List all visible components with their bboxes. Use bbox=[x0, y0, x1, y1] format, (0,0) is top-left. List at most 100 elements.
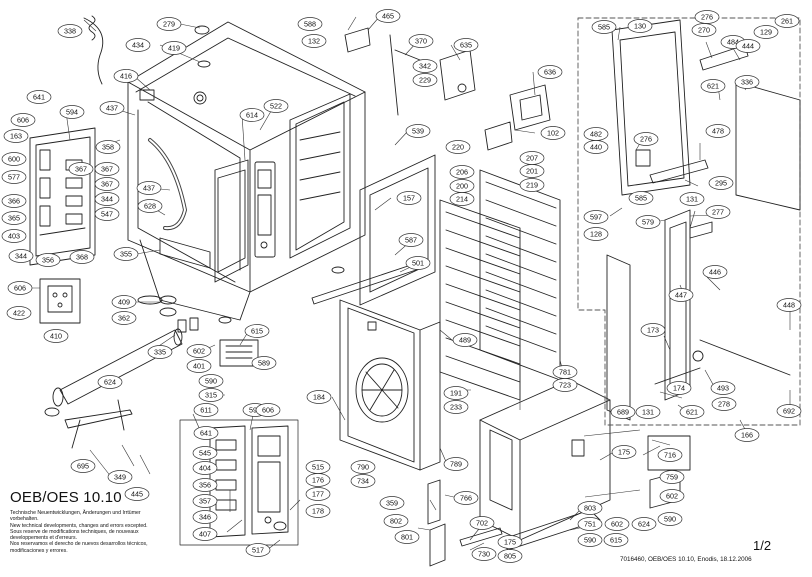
callout-number: 590 bbox=[205, 377, 217, 386]
callout-oval bbox=[705, 205, 731, 219]
core-probe bbox=[64, 399, 133, 449]
callout-oval bbox=[537, 65, 563, 79]
callout-oval bbox=[95, 140, 121, 154]
callout-oval bbox=[445, 140, 471, 154]
callout-621: 621 bbox=[679, 405, 705, 419]
callout-585: 585 bbox=[591, 20, 617, 34]
callout-number: 515 bbox=[312, 463, 324, 472]
callout-207: 207 bbox=[519, 151, 545, 165]
callout-number: 547 bbox=[101, 210, 113, 219]
callout-oval bbox=[10, 113, 36, 127]
callout-number: 277 bbox=[712, 208, 724, 217]
callout-oval bbox=[383, 514, 409, 528]
callout-367: 367 bbox=[94, 177, 120, 191]
callout-number: 128 bbox=[590, 230, 602, 239]
callout-number: 606 bbox=[14, 284, 26, 293]
callout-oval bbox=[577, 517, 603, 531]
callout-number: 587 bbox=[405, 236, 417, 245]
callout-131: 131 bbox=[635, 405, 661, 419]
callout-oval bbox=[583, 210, 609, 224]
callout-number: 624 bbox=[638, 520, 650, 529]
callout-number: 220 bbox=[452, 143, 464, 152]
callout-615: 615 bbox=[244, 324, 270, 338]
inset-detail-box bbox=[39, 278, 81, 324]
note-line: New technical developments, changes and … bbox=[10, 522, 148, 529]
oven-cabinet bbox=[127, 21, 366, 324]
callout-number: 346 bbox=[199, 513, 211, 522]
callout-number: 444 bbox=[742, 42, 754, 51]
callout-oval bbox=[412, 59, 438, 73]
callout-oval bbox=[449, 165, 475, 179]
callout-oval bbox=[192, 446, 218, 460]
callout-number: 401 bbox=[193, 362, 205, 371]
callout-number: 422 bbox=[13, 309, 25, 318]
callout-367: 367 bbox=[94, 162, 120, 176]
callout-346: 346 bbox=[192, 510, 218, 524]
callout-692: 692 bbox=[776, 404, 802, 418]
callout-oval bbox=[192, 510, 218, 524]
callout-number: 409 bbox=[118, 298, 130, 307]
callout-oval bbox=[396, 191, 422, 205]
callout-407: 407 bbox=[192, 527, 218, 541]
fan-motor bbox=[219, 339, 259, 367]
callout-157: 157 bbox=[396, 191, 422, 205]
callout-362: 362 bbox=[111, 311, 137, 325]
callout-number: 175 bbox=[504, 538, 516, 547]
callout-437: 437 bbox=[136, 181, 162, 195]
callout-635: 635 bbox=[453, 38, 479, 52]
callout-oval bbox=[394, 530, 420, 544]
callout-number: 689 bbox=[617, 408, 629, 417]
callout-781: 781 bbox=[552, 365, 578, 379]
callout-790: 790 bbox=[350, 460, 376, 474]
callout-number: 641 bbox=[33, 93, 45, 102]
callout-number: 315 bbox=[205, 391, 217, 400]
callout-oval bbox=[497, 549, 523, 563]
callout-number: 261 bbox=[781, 17, 793, 26]
callout-191: 191 bbox=[443, 386, 469, 400]
callout-403: 403 bbox=[1, 229, 27, 243]
callout-number: 338 bbox=[64, 27, 76, 36]
callout-oval bbox=[26, 90, 52, 104]
callout-434: 434 bbox=[125, 38, 151, 52]
callout-365: 365 bbox=[1, 211, 27, 225]
callout-349: 349 bbox=[107, 470, 133, 484]
callout-number: 132 bbox=[308, 37, 320, 46]
callout-oval bbox=[375, 9, 401, 23]
callout-number: 465 bbox=[382, 12, 394, 21]
callout-801: 801 bbox=[394, 530, 420, 544]
callout-641: 641 bbox=[193, 426, 219, 440]
callout-588: 588 bbox=[297, 17, 323, 31]
callout-oval bbox=[408, 34, 434, 48]
callout-370: 370 bbox=[408, 34, 434, 48]
note-line: Nos reservamos el derecho de nuevos desa… bbox=[10, 541, 148, 548]
callout-oval bbox=[577, 533, 603, 547]
callout-oval bbox=[405, 256, 431, 270]
callout-446: 446 bbox=[702, 265, 728, 279]
callout-number: 367 bbox=[101, 165, 113, 174]
callout-766: 766 bbox=[453, 491, 479, 505]
callout-oval bbox=[453, 38, 479, 52]
callout-547: 547 bbox=[94, 207, 120, 221]
callout-oval bbox=[198, 388, 224, 402]
callout-175: 175 bbox=[611, 445, 637, 459]
callout-number: 615 bbox=[251, 327, 263, 336]
callout-oval bbox=[136, 181, 162, 195]
callout-number: 730 bbox=[478, 550, 490, 559]
page-number: 1/2 bbox=[753, 538, 772, 553]
callout-751: 751 bbox=[577, 517, 603, 531]
callout-number: 219 bbox=[526, 181, 538, 190]
callout-oval bbox=[99, 101, 125, 115]
callout-number: 606 bbox=[17, 116, 29, 125]
callout-number: 489 bbox=[459, 336, 471, 345]
callout-279: 279 bbox=[156, 17, 182, 31]
callout-278: 278 bbox=[711, 397, 737, 411]
callout-277: 277 bbox=[705, 205, 731, 219]
callout-number: 802 bbox=[390, 517, 402, 526]
callout-611: 611 bbox=[193, 403, 219, 417]
callout-368: 368 bbox=[69, 250, 95, 264]
callout-oval bbox=[679, 405, 705, 419]
callout-oval bbox=[640, 323, 666, 337]
callout-number: 344 bbox=[101, 195, 113, 204]
callout-number: 501 bbox=[412, 259, 424, 268]
